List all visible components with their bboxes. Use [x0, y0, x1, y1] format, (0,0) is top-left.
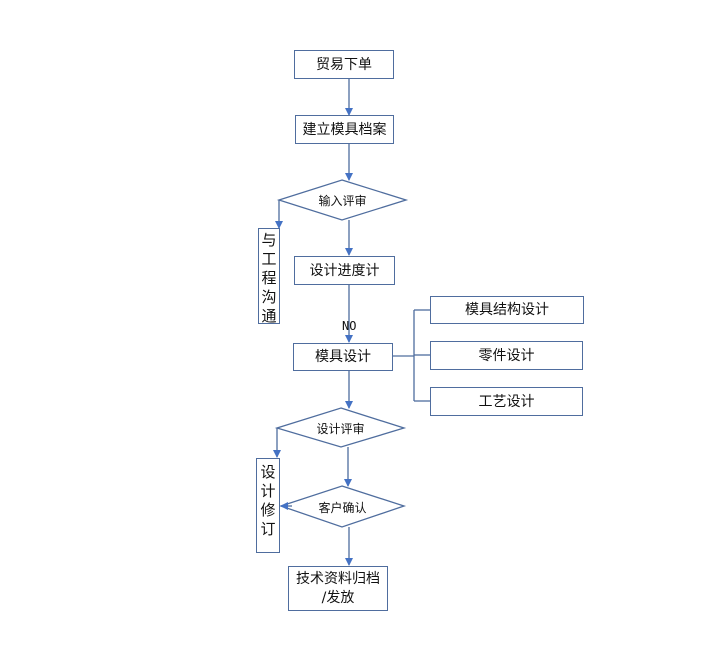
char: 订: [260, 520, 276, 538]
node-label: 贸易下单: [316, 56, 372, 73]
design-review-diamond[interactable]: [274, 407, 407, 448]
node-part-design[interactable]: 零件设计: [430, 341, 583, 370]
design-review-label: 设计评审: [316, 422, 365, 436]
node-label: 建立模具档案: [302, 121, 387, 138]
node-label-line2: /发放: [321, 589, 355, 606]
node-label: 设计进度计: [309, 262, 380, 279]
node-process-design[interactable]: 工艺设计: [430, 387, 583, 416]
node-label: 模具设计: [315, 349, 371, 365]
char: 工: [261, 250, 277, 268]
node-label: 模具结构设计: [465, 302, 549, 318]
node-label: 零件设计: [478, 347, 535, 364]
node-mold-file[interactable]: 建立模具档案: [295, 115, 394, 144]
customer-confirm-diamond[interactable]: [278, 485, 407, 528]
node-design-revision[interactable]: 设 计 修 订: [256, 458, 280, 553]
node-trade-order[interactable]: 贸易下单: [294, 50, 394, 79]
node-mold-design[interactable]: 模具设计: [293, 343, 393, 371]
input-review-diamond[interactable]: [276, 179, 409, 221]
char: 程: [261, 269, 277, 287]
node-eng-comm[interactable]: 与 工 程 沟 通: [258, 228, 280, 325]
char: 修: [260, 501, 276, 519]
node-label: 工艺设计: [478, 393, 535, 410]
edge-label-no: NO: [342, 319, 357, 333]
char: 与: [261, 231, 277, 249]
char: 设: [260, 463, 276, 481]
input-review-label: 输入评审: [318, 194, 367, 208]
char: 沟: [261, 288, 277, 306]
node-design-schedule[interactable]: 设计进度计: [294, 256, 395, 285]
node-label-line1: 技术资料归档: [296, 570, 380, 587]
char: 通: [261, 307, 277, 325]
char: 计: [260, 482, 276, 500]
customer-confirm-label: 客户确认: [318, 501, 367, 515]
node-structure-design[interactable]: 模具结构设计: [430, 296, 584, 324]
node-tech-archive[interactable]: 技术资料归档 /发放: [288, 566, 388, 611]
